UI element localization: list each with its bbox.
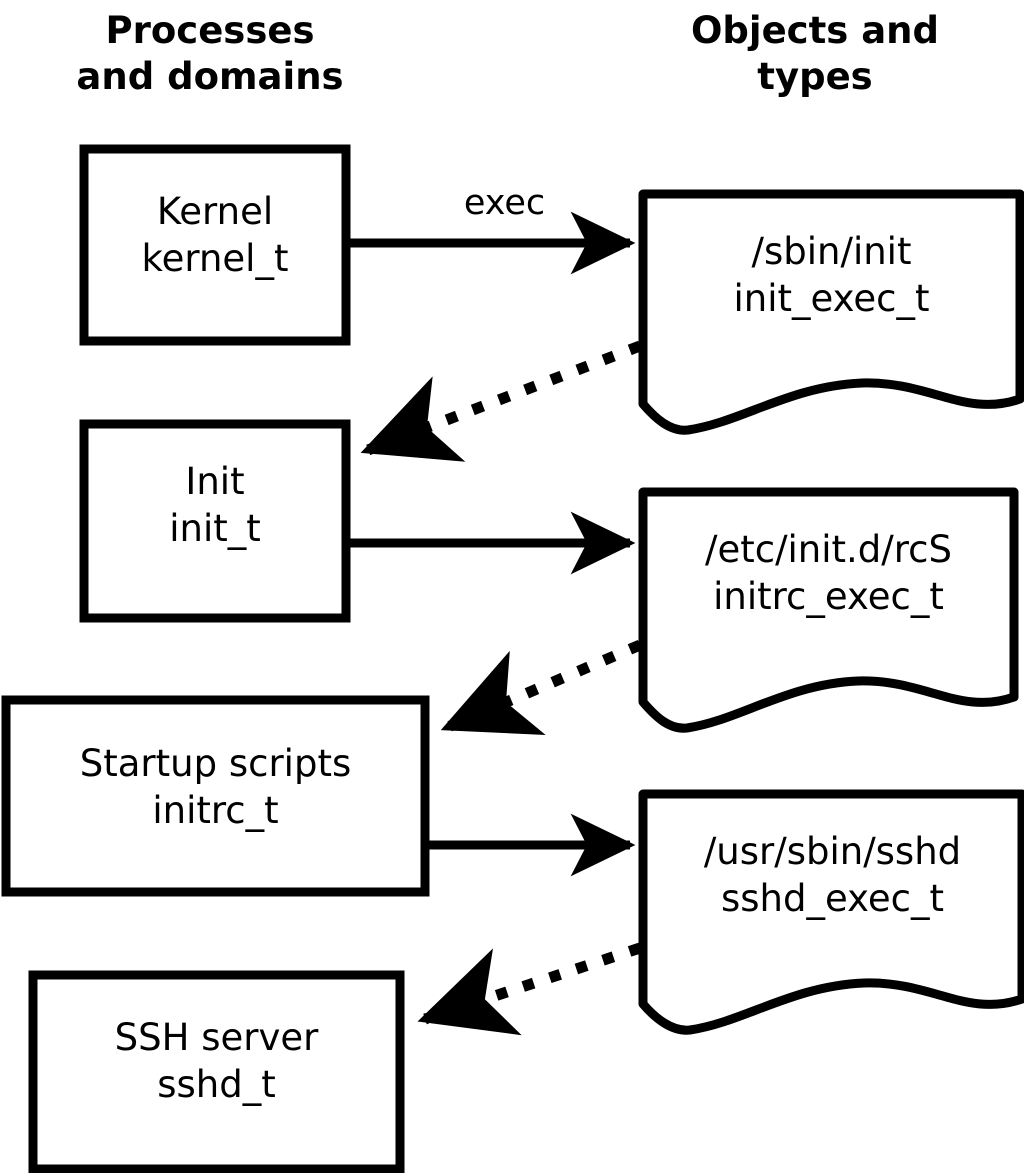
process-name-kernel: Kernel — [156, 190, 274, 233]
edge-sbin-init-to-init — [360, 340, 642, 462]
object-doc-sbin-init[interactable] — [638, 189, 1024, 435]
process-type-kernel: kernel_t — [141, 237, 289, 280]
process-type-init: init_t — [169, 507, 261, 550]
object-path-etc-initd-rcs: /etc/init.d/rcS — [704, 528, 952, 571]
process-box-kernel[interactable] — [79, 144, 351, 346]
object-label-sbin-init: /sbin/init init_exec_t — [643, 228, 1020, 322]
column-header-objects-line2: types — [757, 55, 873, 98]
object-label-usr-sbin-sshd: /usr/sbin/sshd sshd_exec_t — [643, 828, 1022, 922]
object-type-usr-sbin-sshd: sshd_exec_t — [721, 877, 944, 920]
column-header-objects-line1: Objects and — [690, 9, 940, 52]
process-label-ssh-server: SSH server sshd_t — [33, 1014, 400, 1108]
edge-sshd-exec-to-sshd — [417, 942, 642, 1036]
process-label-startup-scripts: Startup scripts initrc_t — [6, 740, 425, 834]
process-box-startup-scripts[interactable] — [1, 695, 430, 897]
process-name-ssh-server: SSH server — [114, 1016, 319, 1059]
process-label-init: Init init_t — [84, 458, 346, 552]
edge-rcs-to-initrc — [440, 639, 643, 735]
process-box-init[interactable] — [79, 419, 351, 623]
process-box-ssh-server[interactable] — [28, 970, 405, 1173]
object-path-usr-sbin-sshd: /usr/sbin/sshd — [703, 830, 962, 873]
object-doc-usr-sbin-sshd[interactable] — [638, 789, 1024, 1035]
process-name-init: Init — [185, 460, 245, 503]
process-name-startup-scripts: Startup scripts — [79, 742, 352, 785]
object-doc-etc-initd-rcs[interactable] — [638, 487, 1019, 733]
process-label-kernel: Kernel kernel_t — [84, 188, 346, 282]
edge-label-exec: exec — [463, 183, 546, 223]
object-label-etc-initd-rcs: /etc/init.d/rcS initrc_exec_t — [643, 526, 1014, 620]
column-header-processes-line2: and domains — [76, 55, 344, 98]
object-type-sbin-init: init_exec_t — [733, 277, 930, 320]
object-type-etc-initd-rcs: initrc_exec_t — [713, 575, 944, 618]
object-path-sbin-init: /sbin/init — [751, 230, 912, 273]
column-header-processes-line1: Processes — [105, 9, 315, 52]
column-header-objects: Objects and types — [640, 8, 990, 100]
process-type-ssh-server: sshd_t — [157, 1063, 276, 1106]
process-type-startup-scripts: initrc_t — [152, 789, 279, 832]
column-header-processes: Processes and domains — [40, 8, 380, 100]
